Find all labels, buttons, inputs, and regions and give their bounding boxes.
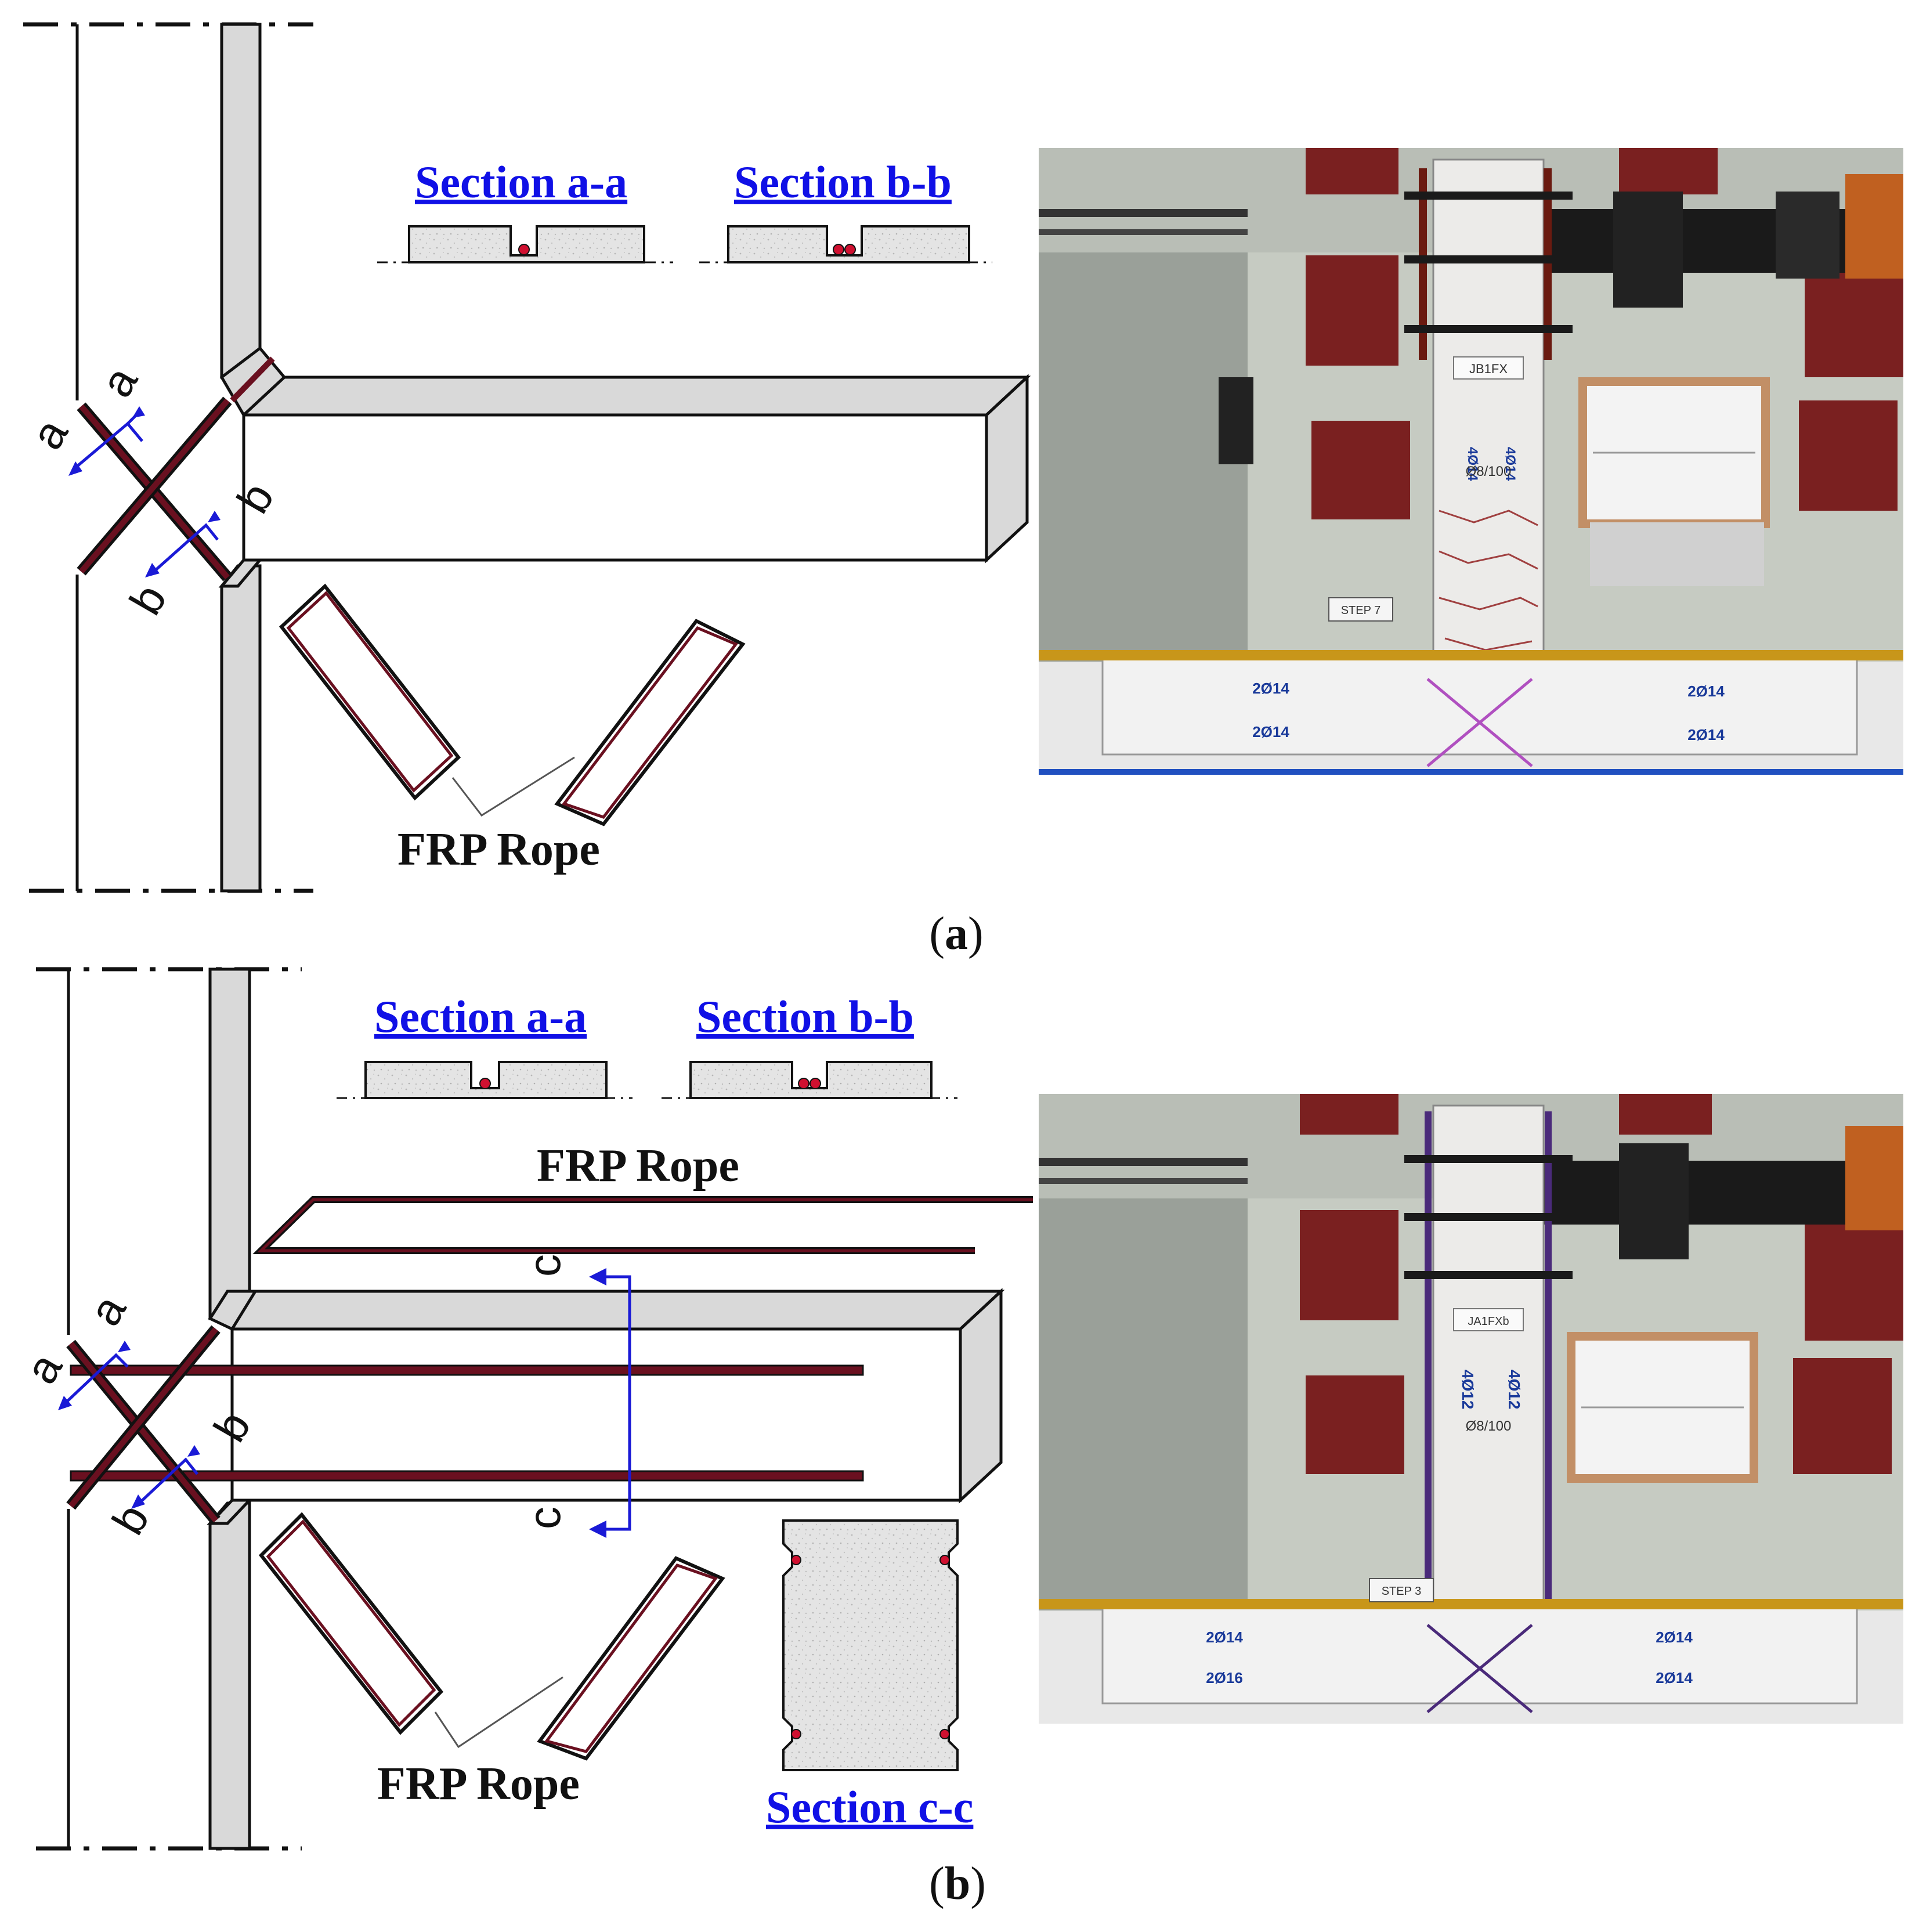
section-bb-shape-a bbox=[699, 225, 992, 263]
cut-label-a-right-b: a bbox=[79, 1286, 136, 1334]
panel-b-photo: JA1FXb 4Ø12 4Ø12 Ø8/100 STEP 3 2Ø14 2Ø16… bbox=[1039, 1094, 1903, 1724]
rebar-bottom-right-b: 2Ø14 bbox=[1656, 1669, 1693, 1687]
cut-marker-b-b-b bbox=[131, 1445, 200, 1509]
cut-label-c-top: c bbox=[519, 1254, 570, 1277]
column-face-lower-b bbox=[208, 1501, 251, 1850]
rebar-top-right-a: 2Ø14 bbox=[1687, 682, 1725, 700]
frp-rope-piece-left-b bbox=[258, 1512, 444, 1735]
specimen-beam-b bbox=[1101, 1604, 1858, 1705]
rebar-top-left-a: 2Ø14 bbox=[1252, 680, 1289, 697]
section-bb-shape-b bbox=[662, 1061, 957, 1099]
cut-label-c-bottom: c bbox=[519, 1507, 570, 1529]
column-face-lower-a bbox=[220, 564, 262, 893]
frp-rope-piece-left-a bbox=[279, 583, 461, 801]
frp-rope-longitudinal-b bbox=[70, 1364, 864, 1482]
frp-rope-label-bottom-b: FRP Rope bbox=[377, 1758, 580, 1810]
cut-marker-c-c bbox=[589, 1268, 631, 1538]
panel-a-drawing: a a b b Section a-a Section b-b bbox=[21, 22, 1031, 893]
specimen-beam-a bbox=[1101, 655, 1858, 756]
section-aa-shape-a bbox=[377, 225, 673, 263]
rebar-top-left-b: 2Ø14 bbox=[1206, 1628, 1243, 1646]
frp-rope-x-a bbox=[77, 356, 275, 582]
section-bb-title-a: Section b-b bbox=[734, 157, 952, 207]
cut-label-b-left: b bbox=[120, 576, 176, 623]
step-tag-a: STEP 7 bbox=[1341, 604, 1381, 617]
cut-label-a-left: a bbox=[21, 410, 78, 457]
frp-rope-piece-right-b bbox=[537, 1556, 725, 1761]
caption-b: (b) bbox=[929, 1858, 986, 1909]
frp-rope-label-top-b: FRP Rope bbox=[537, 1140, 739, 1191]
section-bb-title-b: Section b-b bbox=[696, 991, 914, 1042]
cut-label-a-left-b: a bbox=[15, 1344, 72, 1392]
section-aa-shape-b bbox=[337, 1061, 633, 1099]
rebar-bottom-left-a: 2Ø14 bbox=[1252, 723, 1289, 741]
cut-label-a-right: a bbox=[91, 357, 147, 405]
beam-top-face-b bbox=[226, 1290, 1005, 1331]
beam-front-face-a bbox=[242, 413, 988, 562]
rebar-bottom-left-b: 2Ø16 bbox=[1206, 1669, 1243, 1687]
section-cc-title: Section c-c bbox=[766, 1782, 973, 1832]
stirrups-label-a: Ø8/100 bbox=[1466, 464, 1512, 479]
cut-label-b-left-b: b bbox=[102, 1496, 159, 1543]
column-rebar-2-a: 4Ø14 bbox=[1502, 447, 1518, 481]
frp-rope-label-a: FRP Rope bbox=[397, 824, 600, 875]
column-face-upper-a bbox=[220, 23, 262, 379]
section-aa-title-a: Section a-a bbox=[415, 157, 627, 207]
specimen-tag-b: JA1FXb bbox=[1468, 1315, 1509, 1328]
column-face-upper-b bbox=[208, 967, 251, 1320]
panel-b-drawing: FRP Rope a a b b c c Section a-a bbox=[15, 967, 1033, 1851]
column-rebar-1-a: 4Ø14 bbox=[1465, 447, 1480, 481]
frp-rope-x-b bbox=[66, 1325, 221, 1525]
stirrups-label-b: Ø8/100 bbox=[1466, 1418, 1512, 1434]
section-cc-shape bbox=[782, 1519, 959, 1771]
rebar-bottom-right-a: 2Ø14 bbox=[1687, 726, 1725, 743]
frp-rope-piece-right-a bbox=[554, 619, 746, 826]
section-aa-title-b: Section a-a bbox=[374, 991, 587, 1042]
rebar-top-right-b: 2Ø14 bbox=[1656, 1628, 1693, 1646]
specimen-tag-a: JB1FX bbox=[1469, 362, 1508, 376]
panel-a-photo: JB1FX 4Ø14 4Ø14 Ø8/100 STEP 7 2Ø14 2Ø14 … bbox=[1039, 148, 1903, 775]
specimen-column-b bbox=[1432, 1104, 1545, 1646]
step-tag-b: STEP 3 bbox=[1382, 1585, 1422, 1598]
cut-marker-b-b bbox=[145, 511, 221, 577]
column-rebar-2-b: 4Ø12 bbox=[1505, 1370, 1523, 1410]
beam-end-face-b bbox=[959, 1288, 1003, 1504]
beam-top-face-a bbox=[236, 375, 1031, 417]
cut-marker-a-a-b bbox=[58, 1341, 131, 1410]
specimen-column-a bbox=[1432, 158, 1545, 700]
frp-rope-top-b bbox=[252, 1196, 1033, 1254]
column-rebar-1-b: 4Ø12 bbox=[1459, 1370, 1477, 1410]
cut-marker-a-a bbox=[68, 406, 145, 476]
caption-a: (a) bbox=[929, 908, 983, 959]
